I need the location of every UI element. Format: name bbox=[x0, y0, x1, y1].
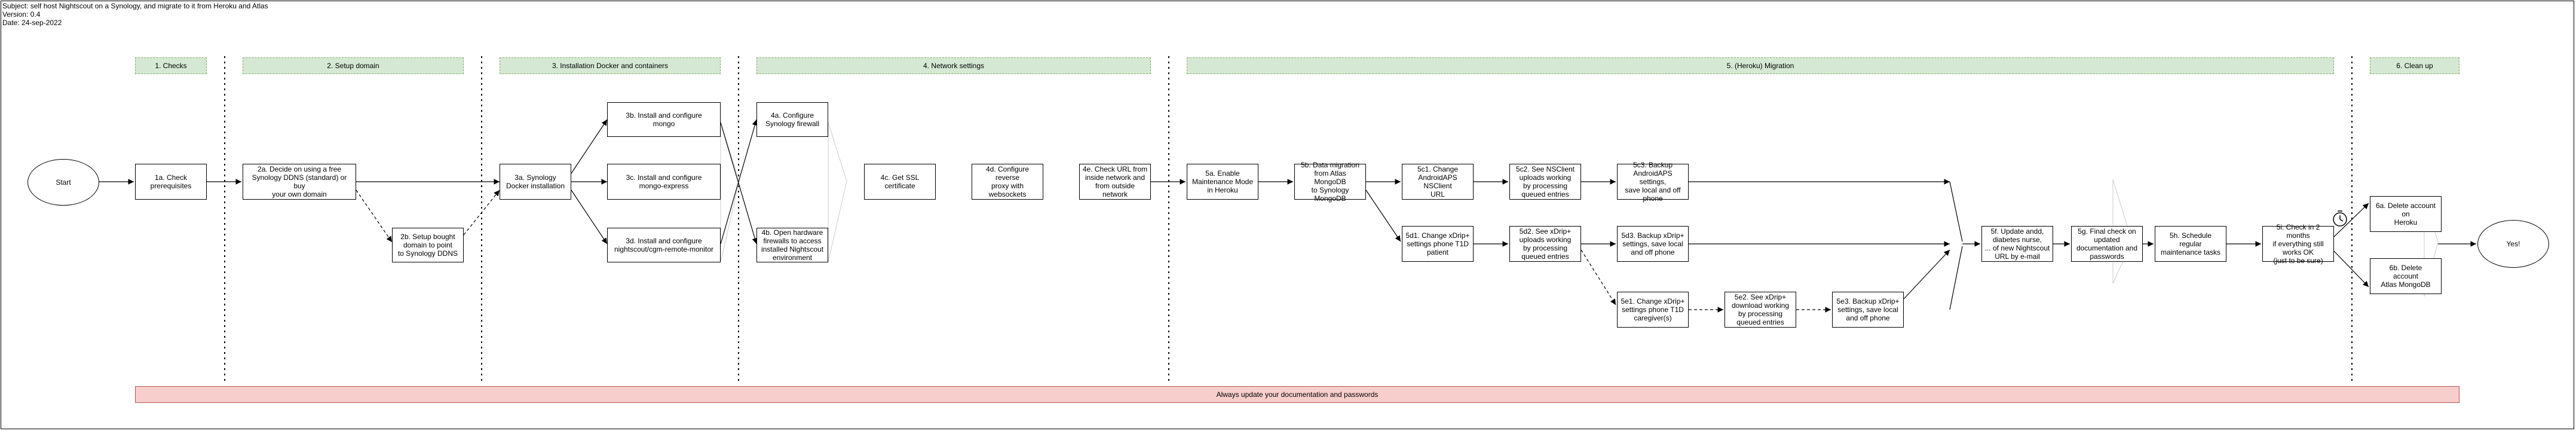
clock-icon bbox=[2333, 210, 2347, 227]
node-5d3: 5d3. Backup xDrip+ settings, save local … bbox=[1617, 226, 1689, 262]
node-4c: 4c. Get SSL certificate bbox=[864, 164, 936, 200]
node-3b: 3b. Install and configure mongo bbox=[607, 102, 721, 137]
node-5h: 5h. Schedule regular maintenance tasks bbox=[2155, 226, 2226, 262]
node-5b: 5b. Data migration from Atlas MongoDB to… bbox=[1294, 161, 1366, 203]
edge-3d-4a bbox=[720, 119, 758, 244]
end-node: Yes! bbox=[2477, 220, 2549, 268]
phase-setup-domain: 2. Setup domain bbox=[243, 57, 464, 74]
node-5e3: 5e3. Backup xDrip+ settings, save local … bbox=[1832, 292, 1904, 328]
edge-5i-6b bbox=[2332, 249, 2369, 288]
node-5c1: 5c1. Change AndroidAPS NSClient URL bbox=[1402, 164, 1474, 200]
edge-3a-3d bbox=[571, 189, 608, 244]
edge-merge-top bbox=[1949, 181, 1963, 242]
node-5d2: 5d2. See xDrip+ uploads working by proce… bbox=[1509, 226, 1581, 262]
version-text: Version: 0.4 bbox=[2, 10, 41, 19]
phase-cleanup: 6. Clean up bbox=[2370, 57, 2459, 74]
node-6b: 6b. Delete account Atlas MongoDB bbox=[2370, 258, 2442, 294]
node-5d1: 5d1. Change xDrip+ settings phone T1D pa… bbox=[1402, 226, 1474, 262]
edge-5b-5d1 bbox=[1365, 189, 1401, 242]
phase-separators bbox=[224, 56, 2353, 384]
merge-fan-3 bbox=[720, 122, 740, 262]
node-2b: 2b. Setup bought domain to point to Syno… bbox=[392, 228, 464, 262]
node-2a: 2a. Decide on using a free Synology DDNS… bbox=[243, 164, 356, 200]
date-text: Date: 24-sep-2022 bbox=[2, 19, 62, 27]
edge-5e3-merge bbox=[1903, 249, 1950, 299]
phase-migration: 5. (Heroku) Migration bbox=[1187, 57, 2334, 74]
node-3c: 3c. Install and configure mongo-express bbox=[607, 164, 721, 200]
node-5c3: 5c3. Backup AndroidAPS settings, save lo… bbox=[1617, 161, 1689, 203]
edge-5d2-5e1 bbox=[1580, 249, 1616, 305]
edge-2b-3a bbox=[463, 189, 500, 236]
start-node: Start bbox=[27, 159, 99, 206]
phase-docker: 3. Installation Docker and containers bbox=[500, 57, 721, 74]
node-6a: 6a. Delete account on Heroku bbox=[2370, 196, 2442, 232]
subject-text: Subject: self host Nightscout on a Synol… bbox=[2, 2, 268, 10]
node-5i: 5i. Check in 2 months if everything stil… bbox=[2262, 223, 2334, 265]
node-4d: 4d. Configure reverse proxy with websock… bbox=[972, 164, 1043, 200]
node-4b: 4b. Open hardware firewalls to access in… bbox=[756, 228, 828, 262]
merge-fan-4 bbox=[828, 122, 847, 262]
node-3d: 3d. Install and configure nightscout/cgm… bbox=[607, 228, 721, 262]
phase-checks: 1. Checks bbox=[135, 57, 207, 74]
node-3a: 3a. Synology Docker installation bbox=[500, 164, 571, 200]
edge-merge-bottom bbox=[1949, 246, 1963, 310]
node-4a: 4a. Configure Synology firewall bbox=[756, 102, 828, 137]
node-5a: 5a. Enable Maintenance Mode in Heroku bbox=[1187, 164, 1258, 200]
phase-network: 4. Network settings bbox=[756, 57, 1151, 74]
node-1a: 1a. Check prerequisites bbox=[135, 164, 207, 200]
edge-5i-6a bbox=[2332, 203, 2369, 239]
documentation-banner: Always update your documentation and pas… bbox=[135, 386, 2459, 403]
node-5e2: 5e2. See xDrip+ download working by proc… bbox=[1725, 292, 1796, 328]
node-5f: 5f. Update andd, diabetes nurse, ... of … bbox=[1981, 226, 2053, 262]
node-5c2: 5c2. See NSClient uploads working by pro… bbox=[1509, 164, 1581, 200]
node-5g: 5g. Final check on updated documentation… bbox=[2071, 226, 2143, 262]
node-5e1: 5e1. Change xDrip+ settings phone T1D ca… bbox=[1617, 292, 1689, 328]
node-4e: 4e. Check URL from inside network and fr… bbox=[1079, 164, 1151, 200]
edge-3b-4b bbox=[720, 122, 758, 244]
edge-3a-3b bbox=[571, 119, 608, 174]
edge-2a-2b bbox=[356, 189, 393, 243]
